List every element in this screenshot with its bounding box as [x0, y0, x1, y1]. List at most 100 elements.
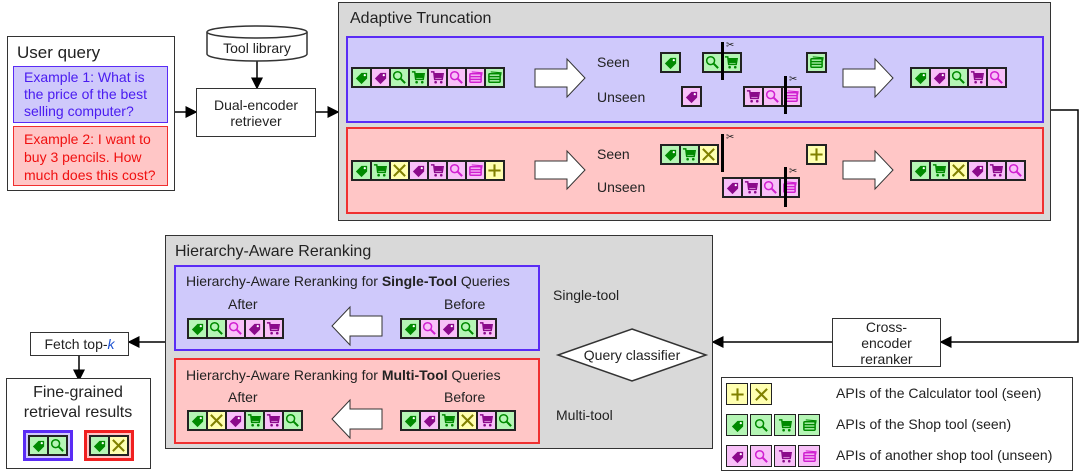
- cart-api-icon: [264, 411, 283, 430]
- multi-panel-title: Hierarchy-Aware Reranking for Multi-Tool…: [186, 367, 501, 383]
- search-api-icon: [207, 319, 226, 338]
- fetch-label: Fetch top-: [44, 336, 108, 352]
- cart-api-icon: [428, 68, 447, 87]
- scissors-icon: ✂: [789, 166, 798, 177]
- tag-api-icon: [188, 319, 207, 338]
- card-api-icon: [466, 68, 485, 87]
- cart-api-icon: [987, 161, 1006, 180]
- cart-api-icon: [264, 319, 283, 338]
- plus-api-icon: [807, 145, 826, 164]
- tag-api-icon: [420, 411, 439, 430]
- title-text: Hierarchy-Aware Reranking for: [186, 367, 382, 383]
- times-api-icon: [390, 161, 409, 180]
- search-api-icon: [750, 414, 772, 436]
- user-query-title: User query: [17, 43, 101, 62]
- api-list-seen: [660, 144, 719, 165]
- results-title: Fine-grained retrieval results: [23, 384, 133, 421]
- card-api-icon: [485, 68, 504, 87]
- search-api-icon: [458, 319, 477, 338]
- api-list: [89, 435, 129, 456]
- card-api-icon: [807, 53, 826, 72]
- search-api-icon: [987, 68, 1006, 87]
- cart-api-icon: [428, 161, 447, 180]
- tag-api-icon: [90, 436, 109, 455]
- truncation-title: Adaptive Truncation: [350, 10, 492, 27]
- legend-calc-icons: [726, 383, 772, 405]
- times-api-icon: [458, 411, 477, 430]
- tool-library: Tool library: [223, 40, 291, 56]
- tag-api-icon: [726, 445, 748, 467]
- tag-api-icon: [968, 161, 987, 180]
- example-2: Example 2: I want to buy 3 pencils. How …: [13, 126, 168, 186]
- plus-api-icon: [485, 161, 504, 180]
- title-bold: Single-Tool: [381, 273, 458, 289]
- cart-api-icon: [930, 161, 949, 180]
- k-symbol: k: [107, 336, 115, 352]
- api-list-after: [187, 410, 303, 431]
- cart-api-icon: [245, 411, 264, 430]
- times-api-icon: [207, 411, 226, 430]
- tag-api-icon: [409, 161, 428, 180]
- cart-api-icon: [722, 53, 741, 72]
- times-api-icon: [699, 145, 718, 164]
- search-api-icon: [420, 319, 439, 338]
- tag-api-icon: [401, 319, 420, 338]
- times-api-icon: [949, 161, 968, 180]
- api-list-seen: [660, 52, 681, 73]
- seen-label: Seen: [597, 54, 630, 70]
- cart-api-icon: [409, 68, 428, 87]
- tag-api-icon: [911, 68, 930, 87]
- title-bold: Multi-Tool: [381, 367, 448, 383]
- result-multi: [84, 430, 134, 461]
- search-api-icon: [447, 161, 466, 180]
- card-api-icon: [798, 445, 820, 467]
- search-api-icon: [447, 68, 466, 87]
- example-1: Example 1: What is the price of the best…: [13, 66, 168, 123]
- api-list-before: [400, 410, 516, 431]
- title-text: Queries: [447, 367, 501, 383]
- times-api-icon: [750, 383, 772, 405]
- cart-api-icon: [968, 68, 987, 87]
- cart-api-icon: [774, 414, 796, 436]
- truncation-cut-line: [784, 76, 787, 114]
- truncation-cut-line: [721, 42, 724, 80]
- tag-api-icon: [661, 145, 680, 164]
- title-text: Hierarchy-Aware Reranking for: [186, 273, 382, 289]
- api-list-unseen: [681, 86, 702, 107]
- unseen-label: Unseen: [597, 89, 646, 105]
- times-api-icon: [109, 436, 128, 455]
- search-api-icon: [1006, 161, 1025, 180]
- tag-api-icon: [352, 161, 371, 180]
- tag-api-icon: [911, 161, 930, 180]
- search-api-icon: [496, 411, 515, 430]
- api-list-after: [187, 318, 284, 339]
- api-list-unseen: [722, 177, 800, 198]
- before-label: Before: [444, 296, 486, 312]
- api-list-before: [400, 318, 497, 339]
- cart-api-icon: [371, 161, 390, 180]
- arrow-truncation-to-crossencoder: [939, 109, 1079, 348]
- seen-label: Seen: [597, 146, 630, 162]
- truncation-cut-line: [784, 167, 787, 207]
- before-label: Before: [444, 389, 486, 405]
- scissors-icon: ✂: [726, 40, 735, 51]
- result-single: [23, 430, 73, 461]
- api-list: [28, 435, 68, 456]
- reranking-title: Hierarchy-Aware Reranking: [175, 243, 372, 260]
- legend-shop-icons: [726, 414, 820, 436]
- after-label: After: [228, 296, 258, 312]
- tag-api-icon: [245, 319, 264, 338]
- tag-api-icon: [930, 68, 949, 87]
- tag-api-icon: [226, 411, 245, 430]
- truncation-cut-line: [721, 134, 724, 172]
- legend-shop-label: APIs of the Shop tool (seen): [836, 416, 1012, 432]
- tag-api-icon: [682, 87, 701, 106]
- cross-encoder-reranker: Cross-encoder reranker: [832, 318, 941, 367]
- legend-other-icons: [726, 445, 820, 467]
- tag-api-icon: [371, 68, 390, 87]
- fetch-top-k: Fetch top-k: [30, 332, 129, 356]
- title-text: Queries: [457, 273, 510, 289]
- unseen-label: Unseen: [597, 179, 646, 195]
- api-list-output: [910, 67, 1007, 88]
- api-list-unseen: [743, 86, 802, 107]
